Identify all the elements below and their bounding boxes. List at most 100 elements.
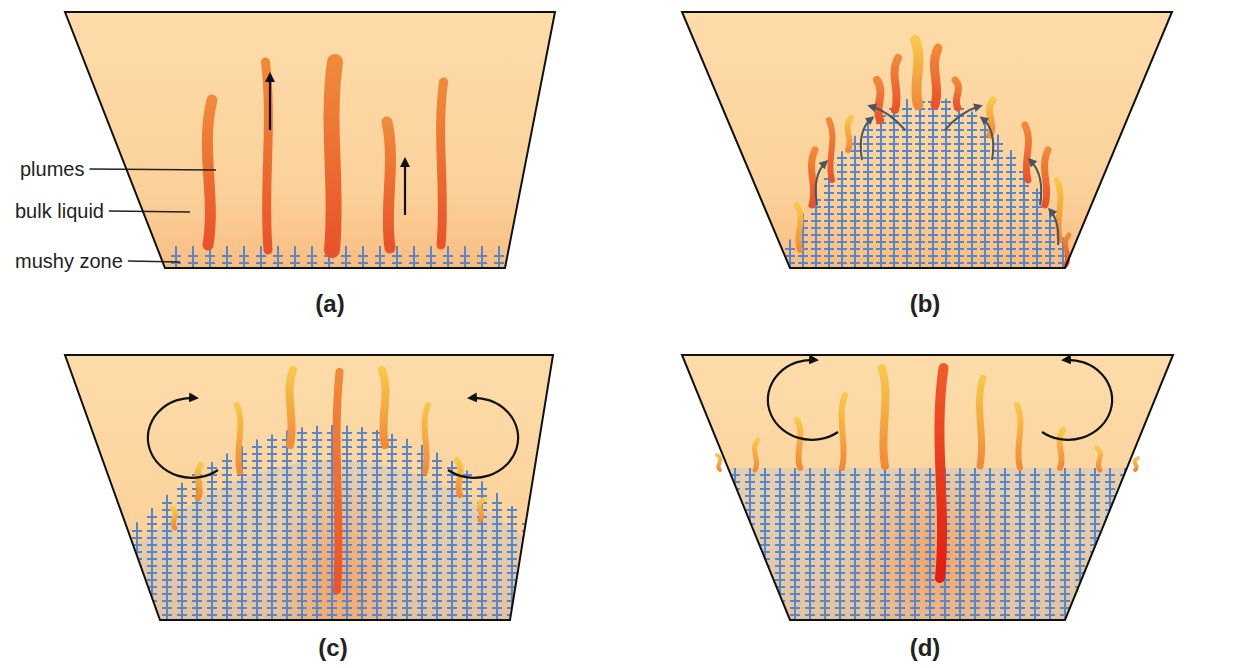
solute-plume xyxy=(337,372,340,590)
convection-arrow xyxy=(768,360,838,440)
dendrite xyxy=(1150,468,1160,620)
solute-plume xyxy=(1045,150,1048,205)
dendrite xyxy=(967,111,977,268)
flow-arrow xyxy=(816,162,826,205)
leader-line xyxy=(89,169,216,170)
part-label: plumes xyxy=(20,158,84,180)
solute-plume xyxy=(480,500,483,520)
convection-arrow xyxy=(448,398,518,478)
part-label: bulk liquid xyxy=(15,200,104,223)
dendrite xyxy=(460,246,470,268)
solute-plume xyxy=(290,370,293,445)
dendrite xyxy=(267,434,277,620)
dendrite xyxy=(785,239,795,268)
flow-arrow xyxy=(945,106,980,130)
dendrite xyxy=(171,246,181,268)
dendrite xyxy=(1075,468,1085,620)
dendrite xyxy=(980,122,990,268)
solute-plume xyxy=(882,368,885,466)
solute-plume xyxy=(848,118,851,150)
solute-plume xyxy=(842,395,845,468)
dendrite xyxy=(837,151,847,268)
dendrite xyxy=(985,468,995,620)
solute-plume xyxy=(797,420,800,468)
panel-label: (a) xyxy=(315,290,344,317)
leader-line xyxy=(128,261,180,262)
solute-plume xyxy=(1060,430,1063,468)
solute-plume xyxy=(1025,125,1028,180)
solute-plume xyxy=(955,80,958,108)
dendrite xyxy=(273,246,283,268)
dendrite xyxy=(372,430,382,620)
dendrite xyxy=(477,481,487,620)
dendrite xyxy=(239,246,249,268)
solute-plume xyxy=(717,455,720,470)
part-label: mushy zone xyxy=(15,250,123,272)
dendrite xyxy=(1006,150,1016,268)
dendrite xyxy=(443,246,453,268)
dendrite xyxy=(1045,468,1055,620)
dendrite xyxy=(477,246,487,268)
solute-plume xyxy=(237,405,240,472)
dendrite xyxy=(915,96,925,268)
dendrite xyxy=(954,104,964,268)
dendrite xyxy=(955,468,965,620)
crucible xyxy=(682,12,1172,268)
dendrite xyxy=(685,468,695,620)
panel-label: (a) xyxy=(315,290,344,318)
dendrite xyxy=(375,246,385,268)
dendrite xyxy=(447,461,457,620)
panel-label: (c) xyxy=(318,634,347,662)
dendrite xyxy=(790,468,800,620)
solute-plume xyxy=(441,82,444,245)
dendrite xyxy=(1165,468,1175,620)
dendrite xyxy=(147,508,157,620)
solute-plume xyxy=(172,508,175,528)
dendrite xyxy=(494,246,504,268)
crucible-outline xyxy=(65,355,553,620)
solute-plume xyxy=(755,440,758,470)
dendrite xyxy=(1105,468,1115,620)
dendrite xyxy=(730,468,740,620)
panel-label: (d) xyxy=(910,634,941,662)
dendrite xyxy=(993,135,1003,268)
dendrite xyxy=(188,246,198,268)
dendrite xyxy=(863,123,873,268)
dendrite xyxy=(805,468,815,620)
flow-arrow xyxy=(1050,210,1058,245)
dendrite xyxy=(1045,212,1055,268)
solute-plume xyxy=(797,205,800,250)
part-label: plumes xyxy=(20,158,84,181)
dendrite xyxy=(850,468,860,620)
dendrite xyxy=(895,468,905,620)
solute-plume xyxy=(198,465,201,498)
segregation-channel xyxy=(840,445,1030,635)
dendrite xyxy=(835,468,845,620)
crucible-outline xyxy=(682,12,1172,268)
dendrite xyxy=(1030,468,1040,620)
dendrite xyxy=(358,246,368,268)
dendrite xyxy=(177,483,187,620)
solute-plume xyxy=(812,150,815,205)
dendrite xyxy=(132,522,142,620)
dendrite xyxy=(307,246,317,268)
dendrite xyxy=(865,468,875,620)
dendrite xyxy=(222,246,232,268)
dendrite xyxy=(207,462,217,620)
dendrite xyxy=(409,246,419,268)
panel-label: (b) xyxy=(910,290,941,318)
dendrite xyxy=(537,536,547,620)
solute-plume xyxy=(939,368,943,578)
dendrite xyxy=(928,96,938,268)
dendrite xyxy=(820,468,830,620)
dendrite xyxy=(910,468,920,620)
panel-label: (b) xyxy=(910,290,941,317)
dendrite xyxy=(925,468,935,620)
solute-plume xyxy=(1097,448,1100,470)
dendrite xyxy=(342,425,352,620)
dendrite xyxy=(880,468,890,620)
dendrite xyxy=(970,468,980,620)
flow-arrow xyxy=(870,106,905,130)
